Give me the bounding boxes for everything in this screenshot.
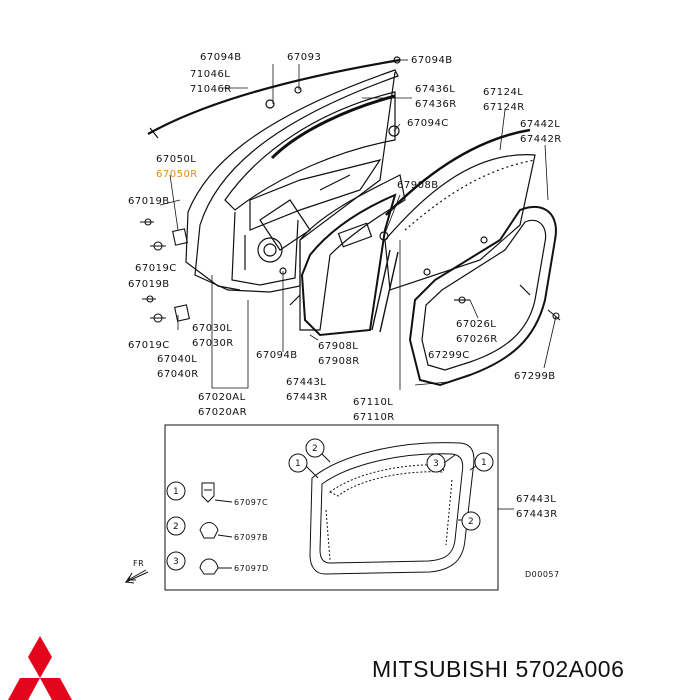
label-67436L: 67436L	[415, 84, 455, 95]
callout-2-a: 2	[312, 444, 318, 454]
clip-label-67097D: 67097D	[234, 564, 269, 573]
label-67019C-b: 67019C	[128, 340, 170, 351]
label-67019B-a: 67019B	[128, 196, 170, 207]
inset-label-67443L: 67443L	[516, 494, 556, 505]
label-67124L: 67124L	[483, 87, 523, 98]
label-67908B: 67908B	[397, 180, 439, 191]
hinge-drawing	[140, 218, 190, 323]
label-67094B-a: 67094B	[200, 52, 242, 63]
label-67050R: 67050R	[156, 169, 198, 180]
label-67020AL: 67020AL	[198, 392, 246, 403]
door-panel-drawing	[147, 56, 557, 387]
inset-box: 1 2 3 67097C 67097B 67097D 2 1 3 1 2 674…	[164, 424, 560, 591]
bolt-drawing	[454, 296, 561, 321]
label-67908R: 67908R	[318, 356, 360, 367]
label-67040L: 67040L	[157, 354, 197, 365]
clip-label-67097C: 67097C	[234, 498, 268, 507]
label-67040R: 67040R	[157, 369, 199, 380]
label-67020AR: 67020AR	[198, 407, 247, 418]
label-67030L: 67030L	[192, 323, 232, 334]
diagram-code: D00057	[525, 570, 560, 579]
front-arrow-icon: FR	[124, 559, 149, 584]
label-67019B-b: 67019B	[128, 279, 170, 290]
callout-3: 3	[433, 459, 439, 469]
label-67026L: 67026L	[456, 319, 496, 330]
label-67093: 67093	[287, 52, 321, 63]
leader-lines	[159, 59, 557, 390]
fr-label: FR	[133, 559, 144, 568]
label-67442R: 67442R	[520, 134, 562, 145]
clip-number-2: 2	[173, 522, 179, 532]
label-67050L: 67050L	[156, 154, 196, 165]
label-71046R: 71046R	[190, 84, 232, 95]
mitsubishi-logo	[8, 636, 72, 700]
label-67030R: 67030R	[192, 338, 234, 349]
label-67442L: 67442L	[520, 119, 560, 130]
clip-number-1: 1	[173, 487, 179, 497]
clip-number-3: 3	[173, 557, 179, 567]
label-67124R: 67124R	[483, 102, 525, 113]
part-labels: 67094B 67093 67094B 71046L 71046R 67436L…	[128, 52, 562, 423]
callout-1-b: 1	[481, 458, 487, 468]
label-67443R-a: 67443R	[286, 392, 328, 403]
label-67019C-a: 67019C	[135, 263, 177, 274]
label-67908L: 67908L	[318, 341, 358, 352]
label-67026R: 67026R	[456, 334, 498, 345]
label-67110L: 67110L	[353, 397, 393, 408]
label-67443L-a: 67443L	[286, 377, 326, 388]
label-71046L: 71046L	[190, 69, 230, 80]
label-67094B-b: 67094B	[411, 55, 453, 66]
label-67094C: 67094C	[407, 118, 449, 129]
label-67436R: 67436R	[415, 99, 457, 110]
label-67110R: 67110R	[353, 412, 395, 423]
brand-part-number: MITSUBISHI 5702A006	[372, 656, 625, 682]
label-67094B-c: 67094B	[256, 350, 298, 361]
label-67299B: 67299B	[514, 371, 556, 382]
clip-label-67097B: 67097B	[234, 533, 268, 542]
inset-label-67443R: 67443R	[516, 509, 558, 520]
callout-1-a: 1	[295, 459, 301, 469]
callout-2-b: 2	[468, 517, 474, 527]
label-67299C: 67299C	[428, 350, 470, 361]
